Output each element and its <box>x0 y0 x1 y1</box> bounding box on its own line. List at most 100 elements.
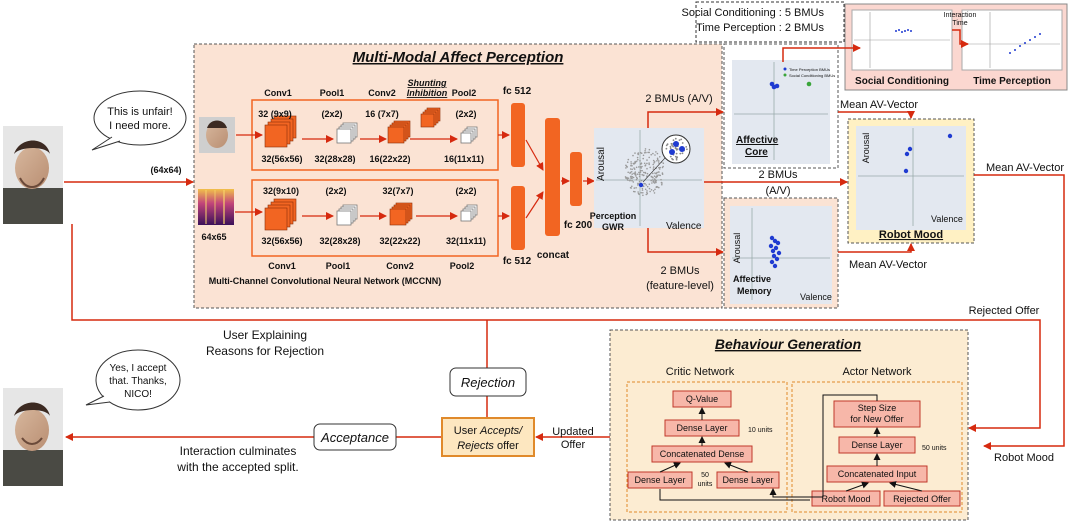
gwr-zoom-node <box>678 139 681 142</box>
audio-conv2-name: Conv2 <box>386 261 414 271</box>
audio-pool1-name: Pool1 <box>326 261 351 271</box>
gwr-node <box>634 160 636 163</box>
gwr-node <box>648 183 651 185</box>
gwr-node <box>658 166 660 169</box>
gwr-node <box>641 187 644 190</box>
gwr-node <box>629 171 632 174</box>
gwr-node <box>650 175 653 178</box>
rejection-box: Rejection <box>449 367 527 397</box>
gwr-node <box>652 159 655 162</box>
gwr-node <box>633 172 635 175</box>
affective-core-title-2: Core <box>745 147 768 158</box>
gwr-node <box>646 167 648 170</box>
gwr-node <box>650 153 652 156</box>
gwr-node <box>655 179 657 182</box>
gwr-node <box>639 166 642 168</box>
gwr-node <box>644 172 647 174</box>
note-social: Social Conditioning : 5 BMUs <box>682 7 825 19</box>
gwr-node <box>631 168 633 171</box>
gwr-node <box>659 156 661 158</box>
gwr-node <box>640 179 643 182</box>
face-pool1-bottom: 32(28x28) <box>314 154 355 164</box>
face-conv2-name: Conv2 <box>368 88 396 98</box>
speech-bottom-2: that. Thanks, <box>109 376 167 387</box>
gwr-node <box>635 175 637 177</box>
gwr-node <box>630 171 633 173</box>
gwr-node <box>639 171 642 173</box>
face-pool2-top: (2x2) <box>455 109 476 119</box>
gwr-node <box>642 154 645 157</box>
affective-memory-title-1: Affective <box>733 274 771 284</box>
critic-dense-top: Dense Layer <box>676 423 727 433</box>
culminates-1: Interaction culminates <box>180 444 297 458</box>
gwr-node <box>661 173 664 175</box>
social-conditioning-points <box>895 29 912 33</box>
step-size-2: for New Offer <box>850 414 903 424</box>
social-conditioning-label: Social Conditioning <box>855 76 949 87</box>
gwr-node <box>626 178 629 180</box>
audio-pool2-top: (2x2) <box>455 186 476 196</box>
gwr-node <box>642 192 644 194</box>
concatenated-dense-box: Concatenated Dense <box>660 449 745 459</box>
gwr-node <box>655 151 657 153</box>
gwr-zoom-node <box>685 146 688 148</box>
gwr-node <box>640 191 642 194</box>
gwr-node <box>638 173 641 176</box>
inset-panel: Interaction Time Social Conditioning Tim… <box>844 3 1068 91</box>
bmu-av-mid-1: 2 BMUs <box>758 169 798 181</box>
gwr-node <box>635 178 638 181</box>
gwr-node <box>644 183 646 185</box>
behaviour-title: Behaviour Generation <box>715 336 861 352</box>
gwr-node <box>630 187 632 189</box>
speech-bottom-1: Yes, I accept <box>110 363 167 374</box>
gwr-node <box>652 176 654 179</box>
gwr-node <box>630 164 632 167</box>
gwr-node <box>650 179 652 182</box>
user-decision-2: Rejects offer <box>457 440 519 452</box>
face-pool2-bottom: 16(11x11) <box>444 154 484 164</box>
gwr-node <box>632 181 635 183</box>
gwr-node <box>634 152 636 154</box>
gwr-node <box>639 160 641 162</box>
fc200-label: fc 200 <box>564 220 593 231</box>
gwr-zoom-node <box>674 155 677 158</box>
rejected-offer-label: Rejected Offer <box>969 305 1040 317</box>
gwr-zoom-node <box>681 152 684 155</box>
updated-offer-1: Updated <box>552 426 594 438</box>
robot-mood-flow-label: Robot Mood <box>994 452 1054 464</box>
face-pool1-top: (2x2) <box>321 109 342 119</box>
gwr-node <box>646 172 649 175</box>
gwr-node <box>651 179 654 181</box>
gwr-node <box>654 178 656 181</box>
bmu-feature-1: 2 BMUs <box>660 265 700 277</box>
gwr-node <box>658 186 660 189</box>
gwr-node <box>648 187 651 190</box>
gwr-node <box>652 163 654 166</box>
gwr-node <box>657 171 660 173</box>
gwr-node <box>644 164 647 166</box>
rejection-label: Rejection <box>461 375 515 390</box>
gwr-node <box>641 165 643 168</box>
critic-dense-top-units: 10 units <box>748 427 773 434</box>
user-image-bottom <box>3 388 63 486</box>
gwr-zoom-node <box>672 139 675 142</box>
speech-top-1: This is unfair! <box>107 106 172 118</box>
acceptance-box: Acceptance <box>313 423 397 451</box>
gwr-zoom-node <box>671 157 673 160</box>
gwr-node <box>662 162 665 164</box>
gwr-node <box>656 160 658 162</box>
face-pool2-name: Pool2 <box>452 88 477 98</box>
gwr-node <box>638 180 641 183</box>
gwr-node <box>630 161 632 163</box>
gwr-zoom-node <box>669 145 672 148</box>
gwr-node <box>648 162 650 164</box>
shunting-1: Shunting <box>408 78 447 88</box>
gwr-zoom-node <box>672 145 674 148</box>
gwr-node <box>635 166 638 169</box>
gwr-node <box>629 168 632 170</box>
gwr-node <box>627 177 630 179</box>
gwr-node <box>636 173 639 175</box>
audio-channel: 32(9x10) (2x2) 32(7x7) (2x2) 32(56x56) 3… <box>251 179 499 271</box>
speech-top-2: I need more. <box>109 120 171 132</box>
perception-title: Multi-Modal Affect Perception <box>353 49 564 66</box>
